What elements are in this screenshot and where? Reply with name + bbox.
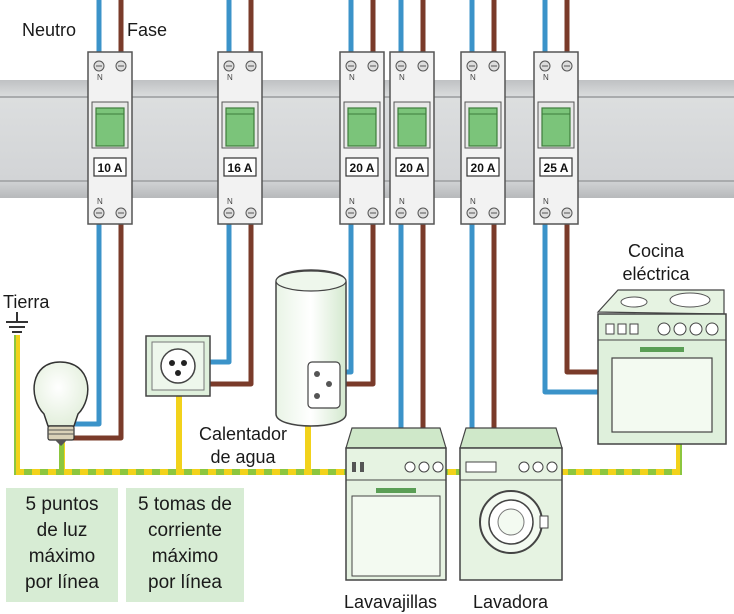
cooker-label-line-2: eléctrica <box>622 264 690 284</box>
neutral-terminal-label: N <box>227 197 233 206</box>
neutral-terminal-label: N <box>543 197 549 206</box>
circuit-breaker: N 20 A N <box>339 51 385 225</box>
cooker-label: Cocina eléctrica <box>606 240 706 286</box>
light-note-line: 5 puntos <box>25 494 99 515</box>
washing-machine-label: Lavadora <box>473 592 549 612</box>
sockets-note-line: corriente <box>148 520 222 541</box>
circuit-breaker: N 20 A N <box>460 51 506 225</box>
circuit-breaker: N 10 A N <box>87 51 133 225</box>
neutral-label: Neutro <box>22 20 77 40</box>
breaker-rating-label: 16 A <box>228 161 253 175</box>
wall-socket-icon <box>145 335 211 397</box>
sockets-note <box>126 488 244 602</box>
water-heater-icon <box>275 269 347 427</box>
incoming-wires <box>96 0 570 55</box>
light-points-note <box>6 488 118 602</box>
light-points-note-text: 5 puntos de luz máximo por línea <box>6 492 118 596</box>
phase-label: Fase <box>127 20 168 40</box>
neutral-terminal-label: N <box>399 73 405 82</box>
outgoing-wires <box>64 222 600 441</box>
light-note-line: de luz <box>36 520 88 541</box>
circuit-breaker: N 25 A N <box>533 51 579 225</box>
washing-machine-icon <box>459 427 563 581</box>
neutral-terminal-label: N <box>97 73 103 82</box>
sockets-note-line: por línea <box>148 572 222 593</box>
dishwasher-label: Lavavajillas <box>344 592 438 612</box>
electric-cooker-icon <box>596 289 727 445</box>
water-heater-label: Calentador de agua <box>188 423 298 469</box>
neutral-terminal-label: N <box>97 197 103 206</box>
cooker-label-line-1: Cocina <box>627 241 685 261</box>
circuit-breaker: N 16 A N <box>217 51 263 225</box>
breaker-rating-label: 20 A <box>400 161 425 175</box>
sockets-note-line: 5 tomas de <box>138 494 232 515</box>
neutral-terminal-label: N <box>543 73 549 82</box>
water-heater-label-line-2: de agua <box>210 447 276 467</box>
water-heater-label-line-1: Calentador <box>198 424 288 444</box>
sockets-note-text: 5 tomas de corriente máximo por línea <box>126 492 244 596</box>
sockets-note-line: máximo <box>151 546 219 567</box>
earth-symbol-icon <box>6 312 28 333</box>
neutral-terminal-label: N <box>399 197 405 206</box>
circuit-breaker: N 20 A N <box>389 51 435 225</box>
neutral-terminal-label: N <box>349 197 355 206</box>
neutral-terminal-label: N <box>227 73 233 82</box>
breaker-rating-label: 20 A <box>471 161 496 175</box>
breaker-rating-label: 10 A <box>98 161 123 175</box>
neutral-terminal-label: N <box>470 73 476 82</box>
neutral-terminal-label: N <box>349 73 355 82</box>
breaker-rating-label: 20 A <box>350 161 375 175</box>
breaker-rating-label: 25 A <box>544 161 569 175</box>
light-note-line: máximo <box>28 546 96 567</box>
light-note-line: por línea <box>25 572 99 593</box>
light-bulb-icon <box>33 361 89 446</box>
neutral-terminal-label: N <box>470 197 476 206</box>
earth-label: Tierra <box>3 292 50 312</box>
dishwasher-icon <box>345 427 447 581</box>
breakers: N 10 A N N 16 A N N 20 A N N 20 A N N 20 A N N 25 A N <box>87 51 579 225</box>
